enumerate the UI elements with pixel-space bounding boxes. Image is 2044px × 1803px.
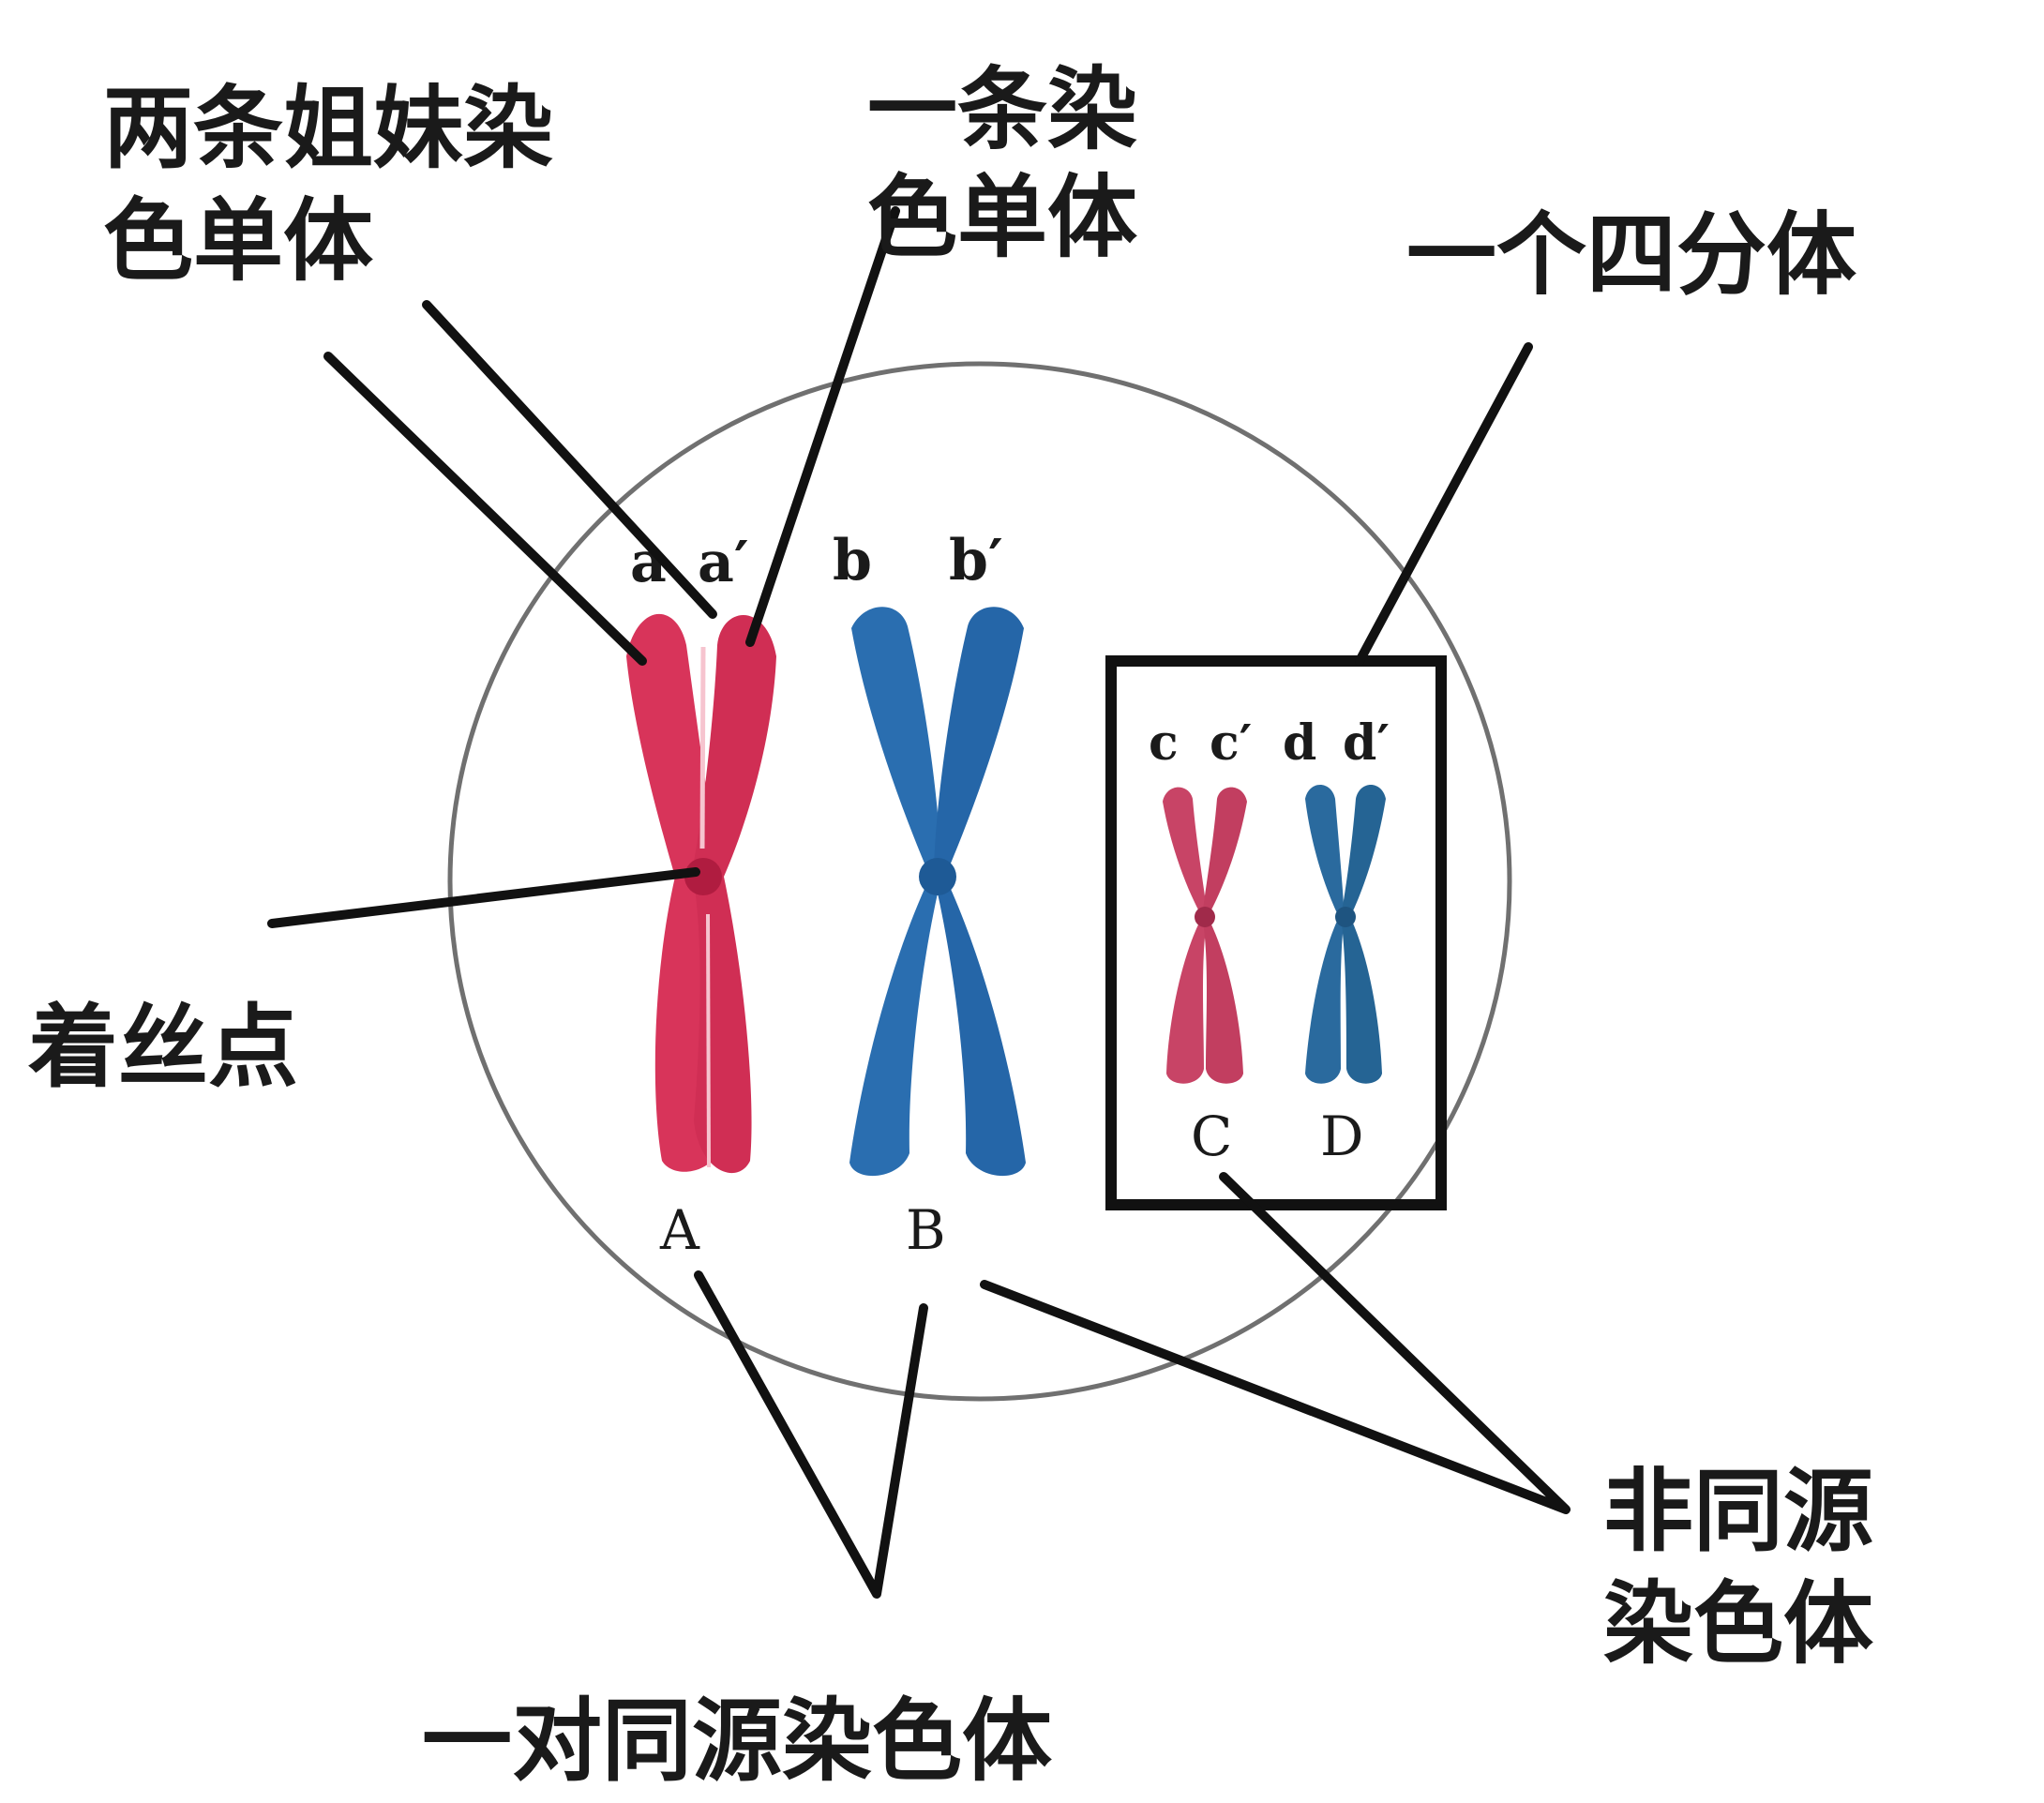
- chromosome-a: [626, 613, 776, 1174]
- leader-sister-chromatids-2: [422, 300, 717, 619]
- chromosome-b: [849, 607, 1026, 1177]
- chromosome-c: [1163, 787, 1247, 1084]
- label-homologous-pair: 一对同源染色体: [422, 1689, 1052, 1794]
- chromosome-c-right-chromatid: [1202, 787, 1247, 1084]
- gene-label-d: d: [1283, 714, 1316, 772]
- chromosome-label-b: B: [906, 1198, 946, 1262]
- centromere-d: [1335, 907, 1356, 927]
- leader-centromere: [267, 867, 700, 928]
- label-sister-chromatids-line1: 两条姐妹染: [103, 76, 553, 181]
- chromosome-d-right-chromatid: [1341, 785, 1386, 1084]
- label-centromere: 着丝点: [28, 995, 298, 1100]
- chromosome-d: [1305, 785, 1386, 1084]
- chromosome-b-left-chromatid: [849, 607, 941, 1177]
- gene-label-c-prime: c′: [1210, 714, 1252, 772]
- label-tetrad: 一个四分体: [1406, 203, 1856, 308]
- leader-non-homologous: [980, 1172, 1571, 1514]
- leader-one-chromatid: [745, 206, 900, 647]
- centromere-a: [684, 858, 722, 895]
- cell-outline: [447, 361, 1512, 1402]
- label-non-homologous-line1: 非同源: [1603, 1459, 1873, 1564]
- chromosome-d-left-chromatid: [1305, 785, 1345, 1084]
- label-non-homologous-line2: 染色体: [1603, 1571, 1873, 1676]
- label-one-chromatid-line2: 色单体: [867, 165, 1137, 270]
- label-one-chromatid-line1: 一条染: [867, 57, 1137, 162]
- label-sister-chromatids-line2: 色单体: [103, 188, 373, 293]
- chromosome-c-left-chromatid: [1163, 787, 1208, 1084]
- chromosome-a-cleft-lower: [706, 913, 711, 1168]
- gene-label-d-prime: d′: [1343, 714, 1390, 772]
- chromosome-b-right-chromatid: [934, 607, 1026, 1177]
- gene-label-c: c: [1149, 714, 1179, 772]
- chromosome-label-c: C: [1191, 1104, 1232, 1168]
- leader-tetrad: [1355, 342, 1533, 666]
- tetrad-box: [1105, 655, 1447, 1210]
- leader-homologous-pair: [694, 1270, 928, 1599]
- chromosome-label-a: A: [659, 1198, 700, 1262]
- gene-label-b: b: [833, 528, 872, 593]
- gene-label-b-prime: b′: [949, 528, 1003, 593]
- centromere-b: [919, 858, 956, 895]
- chromosome-a-right-chromatid: [692, 615, 776, 1174]
- gene-label-a-prime: a′: [698, 530, 749, 595]
- chromosome-label-d: D: [1320, 1104, 1364, 1168]
- leader-sister-chromatids-1: [323, 352, 647, 666]
- centromere-c: [1195, 907, 1215, 927]
- chromosome-a-cleft: [699, 646, 706, 849]
